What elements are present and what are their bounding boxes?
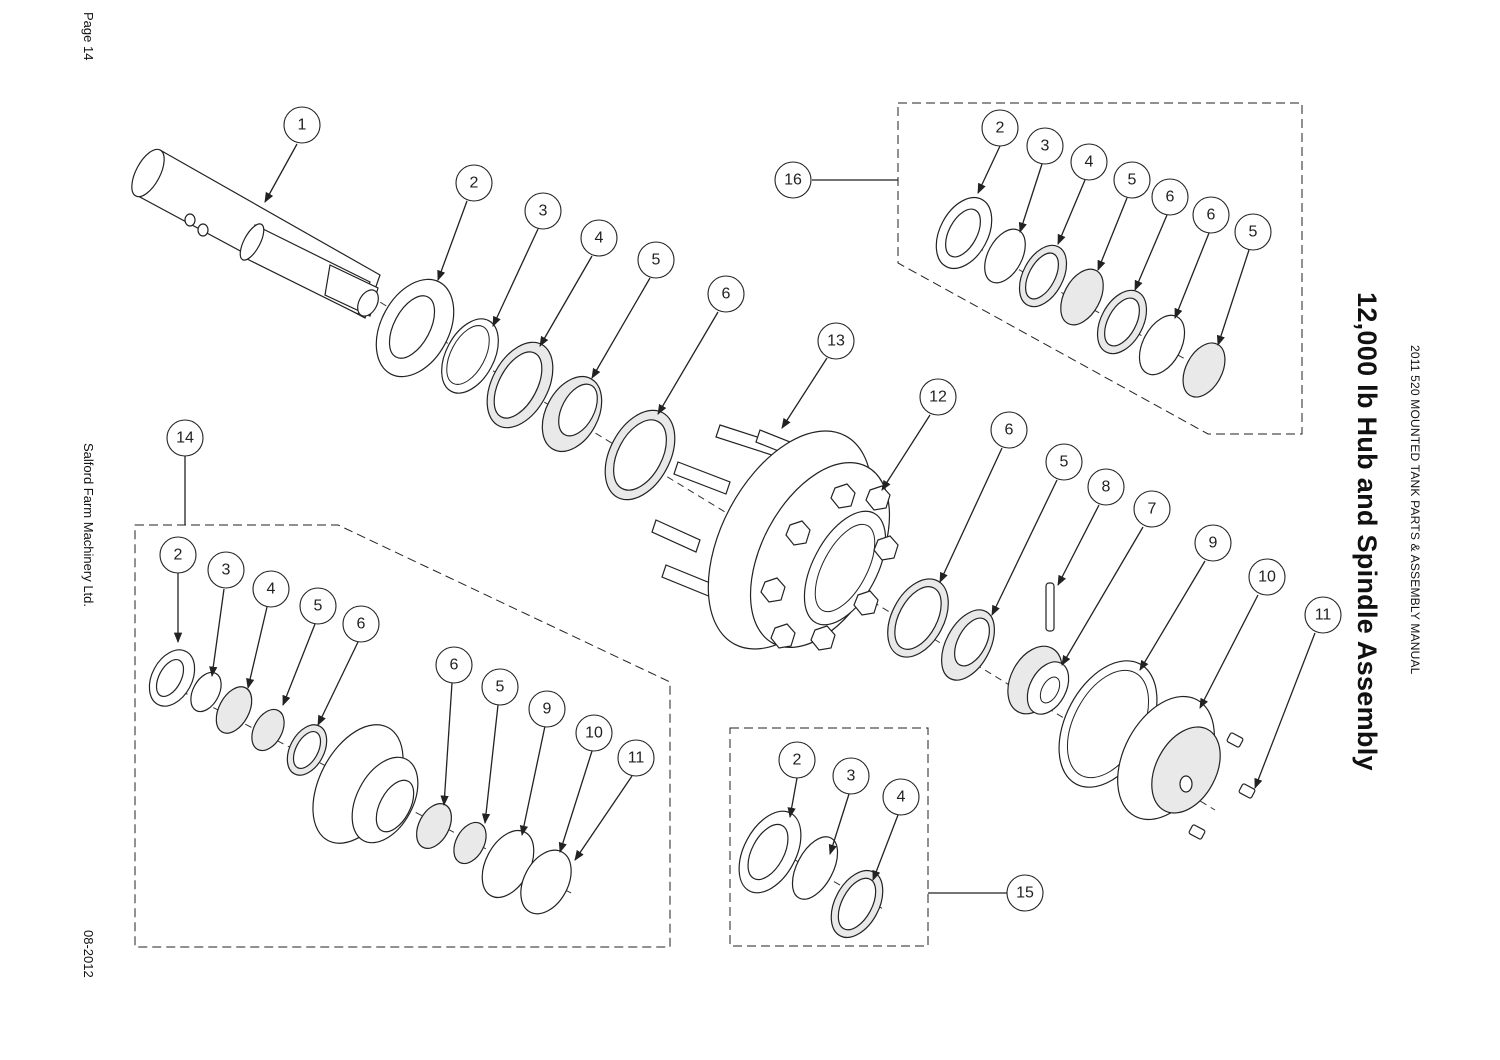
balloon-item-8: 8 bbox=[1087, 468, 1125, 506]
balloon-kit16-2: 2 bbox=[981, 109, 1019, 147]
svg-text:13: 13 bbox=[827, 333, 845, 350]
balloon-item-5: 5 bbox=[637, 241, 675, 279]
cotter-pin-part bbox=[1045, 582, 1055, 632]
castle-nut-part bbox=[1007, 645, 1070, 715]
svg-text:6: 6 bbox=[1207, 207, 1216, 224]
bearing-cone-part bbox=[541, 376, 603, 452]
svg-text:6: 6 bbox=[450, 657, 459, 674]
balloon-kit16-6b: 6 bbox=[1192, 196, 1230, 234]
hub-cap-part bbox=[1117, 695, 1221, 821]
balloon-item-11: 11 bbox=[1304, 596, 1342, 634]
balloon-kit14-10: 10 bbox=[575, 714, 613, 752]
svg-text:11: 11 bbox=[1315, 607, 1332, 624]
svg-text:3: 3 bbox=[539, 203, 548, 220]
bearing-cup-part bbox=[887, 578, 949, 658]
balloon-kit-15: 15 bbox=[1006, 874, 1044, 912]
balloon-kit16-3: 3 bbox=[1026, 127, 1064, 165]
svg-text:3: 3 bbox=[1041, 138, 1050, 155]
svg-text:5: 5 bbox=[1060, 454, 1069, 471]
balloon-item-3: 3 bbox=[524, 192, 562, 230]
svg-text:6: 6 bbox=[1005, 422, 1014, 439]
svg-text:10: 10 bbox=[1258, 569, 1276, 586]
balloon-item-4: 4 bbox=[580, 219, 618, 257]
main-assembly: 1 2 3 4 5 6 13 12 6 5 8 7 9 10 11 bbox=[131, 106, 1342, 840]
balloon-kit-16: 16 bbox=[774, 161, 812, 199]
svg-text:5: 5 bbox=[496, 679, 505, 696]
svg-text:2: 2 bbox=[174, 547, 183, 564]
svg-text:2: 2 bbox=[996, 120, 1005, 137]
seal-plate-part bbox=[375, 278, 455, 378]
svg-text:3: 3 bbox=[222, 562, 231, 579]
svg-text:2: 2 bbox=[470, 175, 479, 192]
balloon-kit15-2: 2 bbox=[778, 741, 816, 779]
balloon-kit15-3: 3 bbox=[832, 757, 870, 795]
balloon-item-1: 1 bbox=[283, 106, 321, 144]
svg-text:9: 9 bbox=[543, 701, 552, 718]
wheel-nuts-part bbox=[760, 483, 899, 651]
balloon-item-9: 9 bbox=[1194, 524, 1232, 562]
svg-text:16: 16 bbox=[784, 172, 802, 189]
balloon-kit16-6: 6 bbox=[1151, 178, 1189, 216]
svg-text:4: 4 bbox=[897, 789, 906, 806]
svg-text:4: 4 bbox=[1085, 154, 1094, 171]
svg-text:8: 8 bbox=[1102, 479, 1111, 496]
svg-text:3: 3 bbox=[847, 768, 856, 785]
balloon-kit14-5b: 5 bbox=[481, 668, 519, 706]
svg-text:15: 15 bbox=[1016, 885, 1034, 902]
kit-16-box: 16 2 3 4 5 6 6 5 bbox=[774, 102, 1303, 435]
balloon-kit16-5: 5 bbox=[1113, 161, 1151, 199]
grease-seal-part bbox=[441, 318, 499, 394]
svg-text:14: 14 bbox=[176, 430, 194, 447]
balloon-item-13: 13 bbox=[817, 322, 855, 360]
balloon-item-5b: 5 bbox=[1045, 443, 1083, 481]
kit-15-box: 2 3 4 15 bbox=[729, 727, 1044, 947]
svg-text:5: 5 bbox=[1249, 224, 1258, 241]
svg-text:1: 1 bbox=[298, 117, 307, 134]
balloon-item-6b: 6 bbox=[990, 411, 1028, 449]
kit-14-box: 14 2 3 4 5 6 6 5 9 10 11 bbox=[134, 419, 671, 948]
svg-text:4: 4 bbox=[595, 230, 604, 247]
spindle-part bbox=[131, 148, 381, 319]
cap-bolts-part bbox=[1188, 732, 1256, 840]
svg-text:10: 10 bbox=[585, 725, 603, 742]
balloon-kit14-11: 11 bbox=[617, 739, 655, 777]
balloon-kit16-4: 4 bbox=[1070, 143, 1108, 181]
balloon-kit-14: 14 bbox=[166, 419, 204, 457]
balloon-kit14-6: 6 bbox=[342, 605, 380, 643]
svg-text:2: 2 bbox=[793, 752, 802, 769]
bearing-cup-part bbox=[604, 409, 676, 501]
svg-text:12: 12 bbox=[929, 389, 947, 406]
svg-text:9: 9 bbox=[1209, 535, 1218, 552]
balloon-kit14-3: 3 bbox=[207, 551, 245, 589]
bearing-cone-part bbox=[941, 609, 995, 681]
svg-text:6: 6 bbox=[722, 286, 731, 303]
balloon-item-12: 12 bbox=[919, 378, 957, 416]
svg-text:11: 11 bbox=[628, 750, 645, 767]
balloon-kit14-6b: 6 bbox=[435, 646, 473, 684]
svg-text:5: 5 bbox=[652, 252, 661, 269]
main-leaders bbox=[264, 143, 1316, 789]
balloon-item-6: 6 bbox=[707, 275, 745, 313]
bearing-cup-part bbox=[486, 341, 554, 429]
balloon-kit14-5: 5 bbox=[299, 587, 337, 625]
balloon-item-2: 2 bbox=[455, 164, 493, 202]
svg-text:6: 6 bbox=[357, 616, 366, 633]
balloon-kit14-9: 9 bbox=[528, 690, 566, 728]
balloon-kit15-4: 4 bbox=[882, 778, 920, 816]
svg-text:5: 5 bbox=[1128, 172, 1137, 189]
balloon-kit16-5b: 5 bbox=[1234, 213, 1272, 251]
balloon-kit14-4: 4 bbox=[252, 570, 290, 608]
svg-text:7: 7 bbox=[1148, 501, 1157, 518]
balloon-item-7: 7 bbox=[1133, 490, 1171, 528]
balloon-item-10: 10 bbox=[1248, 558, 1286, 596]
svg-text:5: 5 bbox=[314, 598, 323, 615]
svg-text:6: 6 bbox=[1166, 189, 1175, 206]
svg-text:4: 4 bbox=[267, 581, 276, 598]
balloon-kit14-2: 2 bbox=[159, 536, 197, 574]
